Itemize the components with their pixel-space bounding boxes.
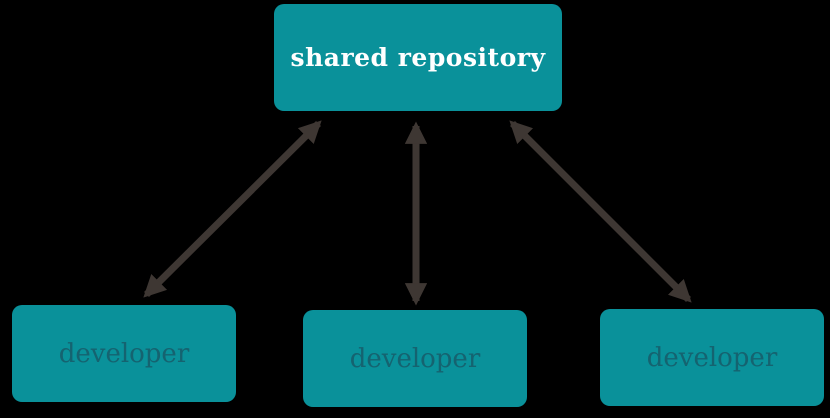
arrow-repository-developer-3 xyxy=(509,120,692,303)
developer-label-3: developer xyxy=(646,342,778,373)
developer-label-1: developer xyxy=(58,338,190,369)
developer-node-3: developer xyxy=(600,309,824,406)
developer-node-1: developer xyxy=(12,305,236,402)
developer-node-2: developer xyxy=(303,310,527,407)
shared-repository-node: shared repository xyxy=(274,4,562,111)
arrow-repository-developer-1 xyxy=(143,120,322,298)
shared-repository-label: shared repository xyxy=(290,43,546,72)
developer-label-2: developer xyxy=(349,343,481,374)
